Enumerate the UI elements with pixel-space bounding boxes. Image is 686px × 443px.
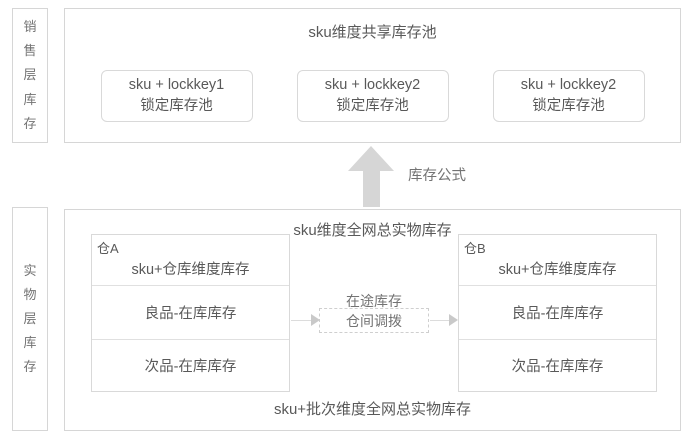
arrow-right-icon-a-to-transfer — [311, 314, 320, 326]
lock-pool-3-line1: sku + lockkey2 — [520, 76, 617, 93]
lock-pool-2-line2: 锁定库存池 — [336, 98, 409, 114]
shared-inventory-pool-container: sku维度共享库存池 sku + lockkey1 锁定库存池 sku + lo… — [64, 8, 681, 143]
warehouse-b-row-defective-stock: 次品-在库库存 — [459, 339, 656, 391]
warehouse-b-name: 仓B — [464, 241, 486, 256]
shared-inventory-pool-title: sku维度共享库存池 — [308, 24, 437, 41]
lock-pool-row: sku + lockkey1 锁定库存池 sku + lockkey2 锁定库存… — [65, 70, 680, 122]
warehouse-a-name: 仓A — [97, 241, 119, 256]
lock-pool-3-line2: 锁定库存池 — [532, 98, 605, 114]
physical-inventory-title: sku维度全网总实物库存 — [293, 222, 452, 239]
arrow-right-shaft-a-to-transfer — [291, 320, 313, 321]
warehouse-a-box: 仓A sku+仓库维度库存 良品-在库库存 次品-在库库存 — [91, 234, 290, 392]
warehouse-b-row-good-stock: 良品-在库库存 — [459, 285, 656, 339]
arrow-up-stem — [363, 170, 380, 207]
arrow-right-shaft-transfer-to-b — [430, 320, 450, 321]
sales-layer-side-label: 销售层库存 — [12, 8, 48, 143]
lock-pool-2: sku + lockkey2 锁定库存池 — [296, 70, 449, 122]
arrow-right-icon-transfer-to-b — [449, 314, 458, 326]
arrow-up-icon — [348, 146, 394, 171]
physical-layer-side-label: 实物层库存 — [12, 207, 48, 431]
warehouse-a-row-good-stock: 良品-在库库存 — [92, 285, 289, 339]
warehouse-b-row-sku-dim: sku+仓库维度库存 — [498, 261, 617, 278]
lock-pool-1-line2: 锁定库存池 — [140, 98, 213, 114]
warehouse-b-box: 仓B sku+仓库维度库存 良品-在库库存 次品-在库库存 — [458, 234, 657, 392]
batch-dimension-caption: sku+批次维度全网总实物库存 — [273, 401, 472, 418]
physical-layer-side-label-text: 实物层库存 — [23, 262, 37, 375]
lock-pool-3: sku + lockkey2 锁定库存池 — [492, 70, 645, 122]
lock-pool-1-line1: sku + lockkey1 — [128, 76, 225, 93]
lock-pool-1: sku + lockkey1 锁定库存池 — [100, 70, 253, 122]
inter-warehouse-transfer-box: 仓间调拨 — [319, 308, 429, 333]
sales-layer-side-label-text: 销售层库存 — [23, 19, 37, 131]
lock-pool-2-line1: sku + lockkey2 — [324, 76, 421, 93]
physical-inventory-container: sku维度全网总实物库存 仓A sku+仓库维度库存 良品-在库库存 次品-在库… — [64, 209, 681, 431]
warehouse-a-row-defective-stock: 次品-在库库存 — [92, 339, 289, 391]
formula-label: 库存公式 — [408, 168, 466, 184]
warehouse-a-row-sku-dim: sku+仓库维度库存 — [131, 261, 250, 278]
in-transit-label: 在途库存 — [346, 293, 402, 309]
